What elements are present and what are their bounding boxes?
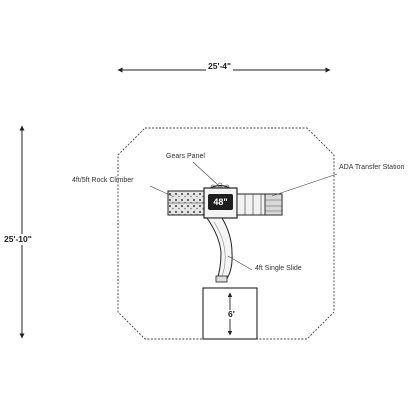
ada-transfer-station: [236, 193, 283, 216]
rock-climber-leader: [149, 185, 173, 197]
single-slide-label: 4ft Single Slide: [255, 265, 302, 272]
gears-panel-leader: [192, 161, 220, 187]
ada-transfer-leader: [271, 173, 338, 197]
gears-panel-label: Gears Panel: [166, 153, 205, 160]
platform-height-badge: 48": [208, 194, 233, 210]
rock-climber-label: 4ft/5ft Rock Climber: [72, 177, 134, 184]
slide-zone-dimension-label: 6': [227, 309, 236, 319]
single-slide: [206, 217, 233, 283]
height-dimension-label: 25'-10": [4, 234, 32, 245]
safety-zone-outline: [117, 127, 335, 340]
width-dimension-label: 25'-4": [206, 61, 234, 71]
slide-exit-zone: [202, 287, 258, 340]
single-slide-leader: [227, 255, 253, 271]
ada-transfer-label: ADA Transfer Station: [339, 164, 405, 171]
rock-climber-panel: [167, 190, 205, 216]
